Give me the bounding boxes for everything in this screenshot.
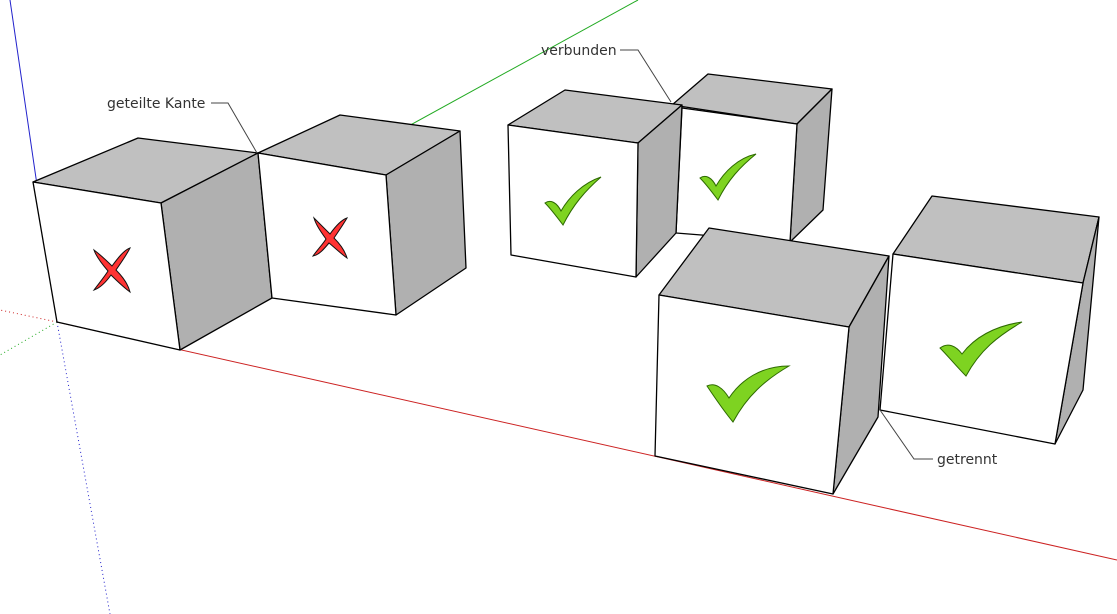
blue-axis-dotted — [56, 321, 111, 614]
red-axis — [56, 321, 1117, 561]
cube-3[interactable] — [507, 89, 683, 278]
green-axis — [404, 0, 639, 129]
leader-connected — [620, 49, 672, 103]
cube-4-front — [675, 107, 798, 243]
leader-shared-edge — [211, 102, 258, 154]
label-shared-edge: geteilte Kante — [107, 96, 205, 112]
check-icon — [939, 321, 1023, 377]
check-icon — [706, 365, 791, 423]
red-axis-dotted — [0, 309, 58, 323]
cube-6[interactable] — [879, 195, 1100, 445]
label-separated: getrennt — [937, 452, 998, 468]
cube-2[interactable] — [257, 114, 467, 316]
cross-icon — [92, 247, 131, 294]
cube-5[interactable] — [654, 227, 890, 495]
check-icon — [699, 153, 757, 201]
leader-separated — [879, 409, 933, 460]
green-axis-dotted — [0, 321, 58, 356]
check-icon — [544, 176, 602, 226]
cross-icon — [311, 216, 349, 260]
label-connected: verbunden — [541, 43, 617, 59]
cube-1[interactable] — [32, 137, 273, 351]
